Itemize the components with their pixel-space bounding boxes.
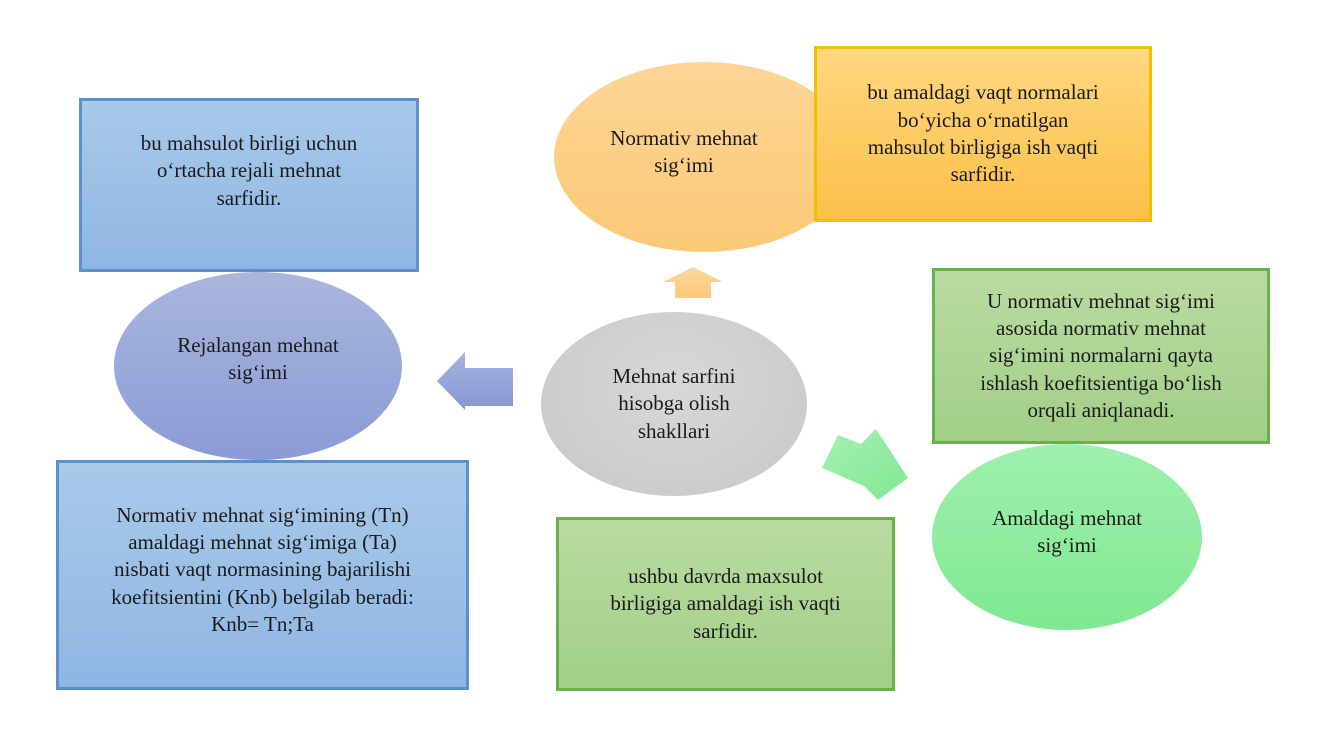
planned-formula-text: Normativ mehnat sig‘imining (Tn) amaldag… xyxy=(111,502,414,636)
normative-definition-box: bu amaldagi vaqt normalari bo‘yicha o‘rn… xyxy=(814,46,1152,222)
normative-labor-label: Normativ mehnat sig‘imi xyxy=(610,125,758,177)
actual-definition-text: ushbu davrda maxsulot birligiga amaldagi… xyxy=(610,564,841,643)
actual-definition-box: ushbu davrda maxsulot birligiga amaldagi… xyxy=(556,517,895,691)
arrow-to-actual xyxy=(822,429,908,500)
actual-labor-label: Amaldagi mehnat sig‘imi xyxy=(992,505,1142,557)
planned-formula-box: Normativ mehnat sig‘imining (Tn) amaldag… xyxy=(56,460,469,690)
planned-definition-text: bu mahsulot birligi uchun o‘rtacha rejal… xyxy=(140,131,358,210)
normative-definition-text: bu amaldagi vaqt normalari bo‘yicha o‘rn… xyxy=(867,80,1099,187)
center-node: Mehnat sarfini hisobga olish shakllari xyxy=(541,312,807,496)
planned-labor-label: Rejalangan mehnat sig‘imi xyxy=(177,332,339,384)
actual-ratio-box: U normativ mehnat sig‘imi asosida normat… xyxy=(932,268,1270,444)
actual-ratio-text: U normativ mehnat sig‘imi asosida normat… xyxy=(980,288,1222,422)
center-label: Mehnat sarfini hisobga olish shakllari xyxy=(612,364,736,443)
arrow-to-planned xyxy=(437,352,513,410)
planned-definition-box: bu mahsulot birligi uchun o‘rtacha rejal… xyxy=(79,98,419,272)
arrow-to-normative xyxy=(663,267,723,298)
planned-labor-node: Rejalangan mehnat sig‘imi xyxy=(114,272,402,460)
normative-labor-node: Normativ mehnat sig‘imi xyxy=(554,62,854,252)
actual-labor-node: Amaldagi mehnat sig‘imi xyxy=(932,444,1202,630)
